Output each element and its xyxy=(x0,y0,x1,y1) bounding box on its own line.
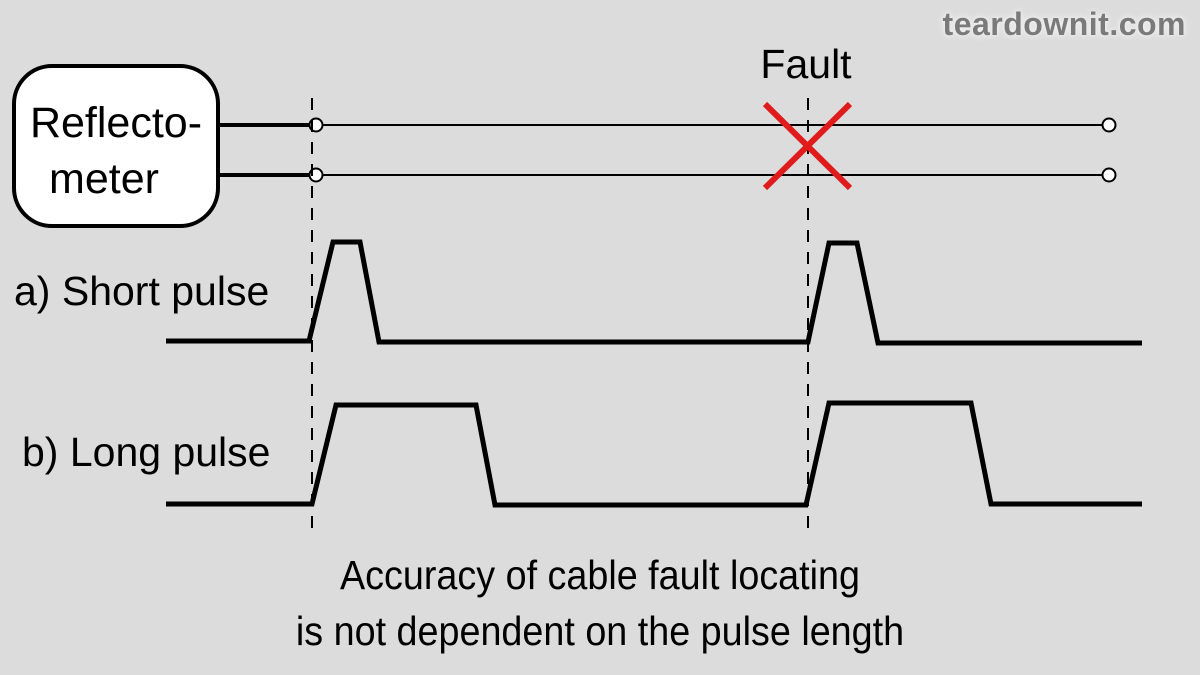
long-pulse-label: b) Long pulse xyxy=(22,429,270,475)
watermark: teardownit.com xyxy=(942,6,1186,42)
reflectometer-label-line1: Reflecto- xyxy=(30,99,202,147)
long-pulse-waveform xyxy=(166,400,1142,508)
caption-line-1: Accuracy of cable fault locating xyxy=(339,552,860,598)
reflectometer-label-line2: meter xyxy=(49,155,159,203)
short-pulse-label: a) Short pulse xyxy=(14,268,269,314)
reflectometer-box xyxy=(12,64,220,228)
terminal-end-bottom xyxy=(1101,167,1117,183)
short-pulse-waveform xyxy=(166,239,1142,346)
fault-x-icon xyxy=(762,101,853,191)
fault-label: Fault xyxy=(760,41,852,87)
terminal-end-top xyxy=(1101,117,1117,133)
caption-line-2: is not dependent on the pulse length xyxy=(295,608,905,654)
